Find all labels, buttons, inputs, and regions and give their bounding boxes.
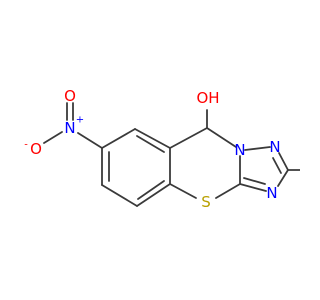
atom-label-o-nitro-left: O	[30, 140, 42, 158]
bond-n1-n2	[244, 146, 271, 151]
bond-b3-c9	[169, 127, 208, 149]
bond-b5-b6	[101, 184, 138, 207]
bond-b2-b3	[134, 128, 171, 149]
bond-n-nitro-o-left	[43, 131, 63, 144]
bond-b4-b5	[136, 183, 171, 207]
atom-label-o-nitro-top: O	[64, 87, 76, 105]
atom-label-n-ring-upper-right: N	[269, 138, 280, 156]
bond-b1-n-nitro	[77, 132, 103, 149]
bond-n3-c5a	[239, 183, 267, 192]
atom-label-n-ring-lower: N	[266, 184, 277, 202]
bonds	[43, 102, 300, 207]
bond-n3-c5a-inner	[243, 177, 266, 185]
molecule-drawing: OH N + O O - N N N S	[24, 87, 300, 211]
bond-b4-b5-inner	[137, 180, 165, 200]
bond-n2-c2-inner	[272, 157, 282, 174]
atom-charge-n-nitro: +	[76, 115, 84, 126]
bond-b4-s	[169, 183, 197, 199]
atom-label-oh: OH	[196, 89, 219, 107]
bond-b2-b3-inner	[136, 135, 165, 153]
bond-s-c5a	[215, 183, 241, 199]
atom-label-n-ring-top: N	[234, 141, 245, 159]
bond-b1-b2	[101, 128, 136, 149]
structure-canvas: OH N + O O - N N N S	[24, 87, 300, 211]
atom-label-s: S	[201, 193, 211, 211]
atom-label-n-nitro: N	[64, 119, 75, 137]
atom-charge-o-nitro-left: -	[24, 140, 28, 151]
bond-c9-n1	[206, 127, 237, 148]
atom-labels: OH N + O O - N N N S	[24, 87, 280, 211]
bond-c2-n3	[277, 169, 289, 187]
bond-n2-c2	[278, 152, 289, 171]
